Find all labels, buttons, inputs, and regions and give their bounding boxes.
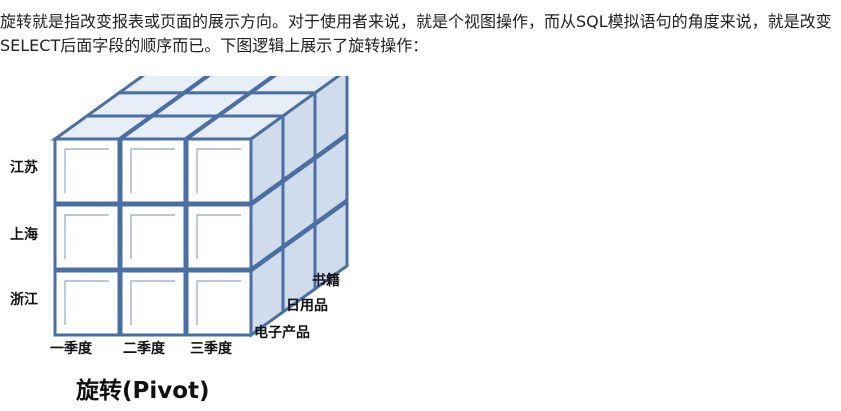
cube-inner-edge bbox=[130, 280, 175, 325]
cube-inner-edge bbox=[64, 280, 109, 325]
article-paragraph: 旋转就是指改变报表或页面的展示方向。对于使用者来说，就是个视图操作，而从SQL模… bbox=[0, 12, 832, 55]
cube-inner-edge bbox=[196, 214, 241, 259]
cube-front-face bbox=[119, 137, 187, 205]
cube-front-face bbox=[53, 269, 121, 337]
cube-inner-edge bbox=[64, 214, 109, 259]
cube-grid bbox=[50, 76, 349, 338]
cube-inner-edge bbox=[196, 280, 241, 325]
row-label-zhejiang: 浙江 bbox=[10, 291, 38, 308]
pivot-cube-svg: 江苏 上海 浙江 一季度 二季度 三季度 书籍 日用品 电子产品 旋转(Pivo… bbox=[10, 76, 349, 404]
column-label-q2: 二季度 bbox=[123, 340, 166, 357]
column-label-q1: 一季度 bbox=[50, 340, 93, 357]
cube-inner-edge bbox=[130, 148, 175, 193]
row-label-jiangsu: 江苏 bbox=[10, 159, 38, 176]
diagram-caption: 旋转(Pivot) bbox=[76, 377, 210, 404]
cube-front-face bbox=[119, 203, 187, 271]
cube-front-face bbox=[185, 137, 253, 205]
depth-label-books: 书籍 bbox=[312, 272, 340, 289]
depth-label-electronics: 电子产品 bbox=[254, 324, 310, 341]
cube-inner-edge bbox=[196, 148, 241, 193]
pivot-cube-diagram: 江苏 上海 浙江 一季度 二季度 三季度 书籍 日用品 电子产品 旋转(Pivo… bbox=[0, 76, 400, 411]
column-label-q3: 三季度 bbox=[190, 340, 233, 357]
cube-front-face bbox=[119, 269, 187, 337]
cube-front-face bbox=[185, 203, 253, 271]
cube-inner-edge bbox=[64, 148, 109, 193]
row-label-shanghai: 上海 bbox=[10, 226, 38, 243]
cube-front-face bbox=[53, 203, 121, 271]
cube-front-face bbox=[185, 269, 253, 337]
cube-front-face bbox=[53, 137, 121, 205]
depth-label-daily-goods: 日用品 bbox=[286, 298, 328, 314]
cube-inner-edge bbox=[130, 214, 175, 259]
